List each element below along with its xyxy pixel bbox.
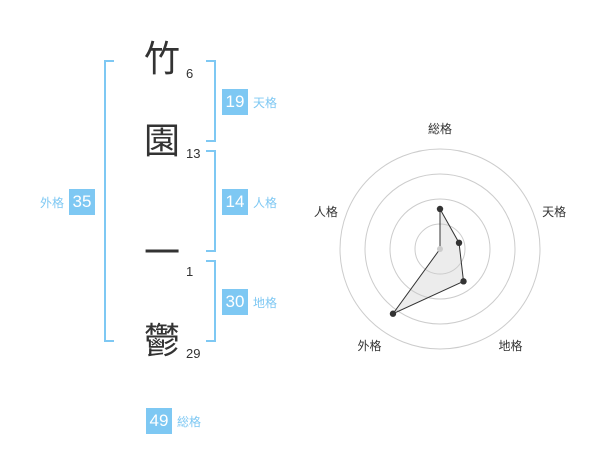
radar-point <box>389 310 397 317</box>
chikaku-label: 地格 <box>253 295 278 310</box>
stroke-count-2: 13 <box>186 146 201 161</box>
stroke-count-3: 1 <box>186 264 194 279</box>
jinkaku-label: 人格 <box>253 195 278 210</box>
chikaku-bracket <box>206 260 216 342</box>
jinkaku-value: 14 <box>222 189 248 215</box>
radar-axis-label: 天格 <box>542 204 566 219</box>
radar-axis-label: 総格 <box>428 121 452 136</box>
name-char-1: 竹 <box>143 39 180 80</box>
tenkaku-value: 19 <box>222 89 248 115</box>
radar-point <box>460 278 467 285</box>
stroke-count-4: 29 <box>186 346 201 361</box>
gaikaku-bracket <box>104 60 114 342</box>
chikaku-badge: 30 地格 <box>222 289 277 315</box>
tenkaku-label: 天格 <box>253 95 278 110</box>
radar-point <box>455 239 463 247</box>
soukaku-badge: 49 総格 <box>146 408 201 434</box>
radar-grid-ring <box>389 198 491 300</box>
radar-axis-label: 外格 <box>357 338 381 353</box>
soukaku-label: 総格 <box>177 414 202 429</box>
gaikaku-value: 35 <box>69 189 96 215</box>
radar-grid-ring <box>339 148 541 350</box>
radar-data-polygon <box>391 207 465 315</box>
gaikaku-badge: 外格 35 <box>40 189 96 215</box>
name-char-2: 園 <box>143 121 180 162</box>
name-char-4: 鬱 <box>143 321 180 362</box>
gaikaku-label: 外格 <box>40 195 65 210</box>
tenkaku-badge: 19 天格 <box>222 89 277 115</box>
radar-axis-label: 地格 <box>499 338 523 353</box>
name-char-3: 一 <box>143 233 180 274</box>
chikaku-value: 30 <box>222 289 248 315</box>
jinkaku-bracket <box>206 150 216 252</box>
stroke-count-1: 6 <box>186 66 194 81</box>
tenkaku-bracket <box>206 60 216 142</box>
radar-axis-label: 人格 <box>314 204 338 219</box>
radar-center-dot <box>437 246 443 252</box>
radar-point <box>436 205 444 213</box>
soukaku-value: 49 <box>146 408 172 434</box>
radar-grid-ring <box>364 173 516 325</box>
jinkaku-badge: 14 人格 <box>222 189 277 215</box>
